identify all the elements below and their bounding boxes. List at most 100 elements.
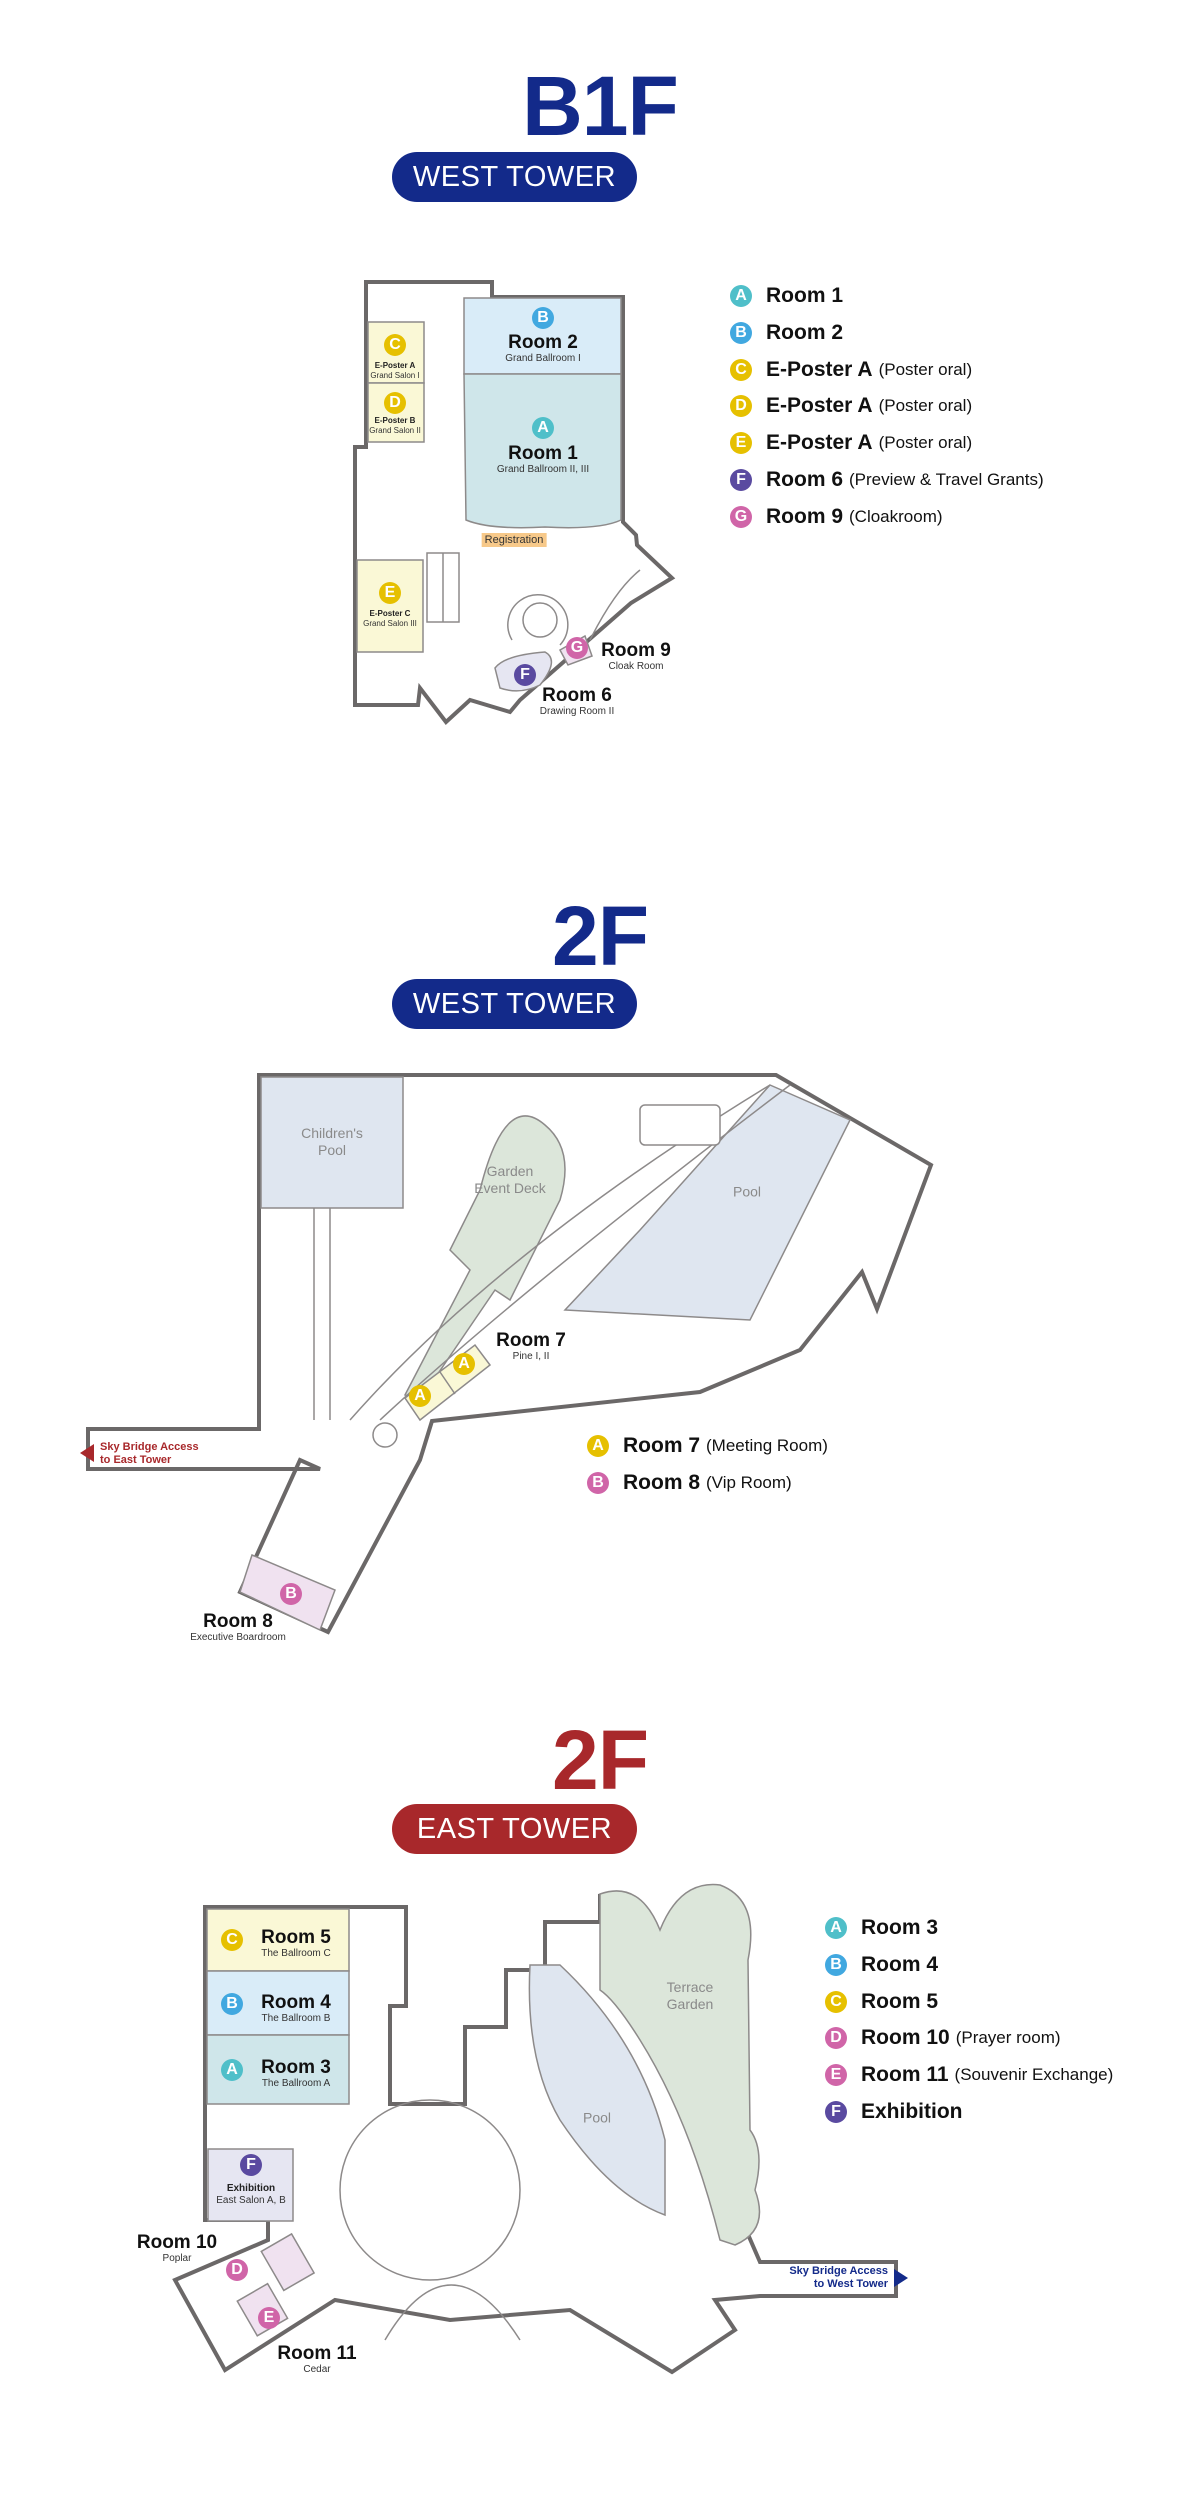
- badge-e: E: [379, 582, 401, 604]
- tower-pill-east: EAST TOWER: [392, 1804, 637, 1854]
- legend-desc: (Meeting Room): [706, 1436, 828, 1455]
- badge-b: B: [280, 1583, 302, 1605]
- badge-g: G: [730, 506, 752, 528]
- badge-f: F: [825, 2101, 847, 2123]
- sky-bridge-west-arrow-icon: [80, 1444, 94, 1462]
- badge-g: G: [566, 637, 588, 659]
- legend-name: Room 11: [861, 2063, 949, 2086]
- badge-a: A: [532, 417, 554, 439]
- badge-a: A: [221, 2059, 243, 2081]
- legend-name: Room 7: [623, 1434, 701, 1457]
- legend-item: B Room 2: [730, 320, 849, 346]
- badge-b: B: [532, 307, 554, 329]
- 2f-east-outline: [172, 1893, 898, 2375]
- legend-desc: (Poster oral): [878, 433, 973, 452]
- floor-title-2f-east: 2F: [551, 1713, 649, 1807]
- pool-label: Pool: [732, 1183, 762, 1200]
- legend-name: Room 3: [861, 1916, 939, 1939]
- legend-name: Room 1: [766, 284, 844, 307]
- tower-pill-west: WEST TOWER: [392, 152, 637, 202]
- badge-e: E: [825, 2064, 847, 2086]
- legend-name: E-Poster A: [766, 431, 873, 454]
- legend-item: E Room 11 (Souvenir Exchange): [825, 2062, 1113, 2088]
- room1-area: [463, 373, 622, 529]
- legend-item: A Room 3: [825, 1915, 944, 1941]
- legend-name: Exhibition: [861, 2100, 963, 2123]
- legend-desc: (Poster oral): [878, 396, 973, 415]
- badge-a: A: [453, 1353, 475, 1375]
- eposter-c-area: [356, 559, 424, 653]
- legend-item: E E-Poster A (Poster oral): [730, 430, 972, 456]
- spiral-stair: [522, 602, 558, 638]
- tower-pill-west: WEST TOWER: [392, 979, 637, 1029]
- badge-a: A: [825, 1917, 847, 1939]
- badge-c: C: [825, 1991, 847, 2013]
- badge-d: D: [730, 395, 752, 417]
- terrace-garden-label: Terrace Garden: [666, 1979, 714, 2012]
- badge-d: D: [226, 2259, 248, 2281]
- legend-item: A Room 1: [730, 283, 849, 309]
- sky-bridge-east-arrow-icon: [894, 2269, 908, 2287]
- badge-e: E: [730, 432, 752, 454]
- badge-d: D: [384, 392, 406, 414]
- legend-desc: (Preview & Travel Grants): [849, 470, 1044, 489]
- garden-event-deck-label: Garden Event Deck: [474, 1163, 546, 1196]
- childrens-pool: [260, 1076, 404, 1209]
- legend-name: Room 5: [861, 1990, 939, 2013]
- badge-b: B: [825, 1954, 847, 1976]
- legend-item: C Room 5: [825, 1989, 944, 2015]
- west-pool: [563, 1084, 852, 1321]
- legend-item: C E-Poster A (Poster oral): [730, 357, 972, 383]
- legend-item: B Room 4: [825, 1952, 944, 1978]
- floor-title-b1f: B1F: [522, 59, 679, 153]
- floor-title-2f-west: 2F: [551, 889, 649, 983]
- legend-desc: (Souvenir Exchange): [954, 2065, 1114, 2084]
- pool-label: Pool: [582, 2109, 612, 2126]
- terrace-garden: [599, 1883, 761, 2246]
- legend-name: Room 10: [861, 2026, 950, 2049]
- legend-name: Room 4: [861, 1953, 939, 1976]
- legend-name: E-Poster A: [766, 358, 873, 381]
- badge-e: E: [258, 2307, 280, 2329]
- childrens-pool-label: Children's Pool: [301, 1125, 363, 1158]
- legend-name: Room 8: [623, 1471, 701, 1494]
- badge-a: A: [409, 1385, 431, 1407]
- badge-b: B: [587, 1472, 609, 1494]
- legend-desc: (Prayer room): [955, 2028, 1061, 2047]
- legend-item: F Exhibition: [825, 2099, 969, 2125]
- badge-f: F: [240, 2154, 262, 2176]
- badge-a: A: [587, 1435, 609, 1457]
- legend-name: Room 2: [766, 321, 844, 344]
- badge-f: F: [514, 664, 536, 686]
- badge-a: A: [730, 285, 752, 307]
- legend-name: Room 9: [766, 505, 844, 528]
- badge-c: C: [221, 1929, 243, 1951]
- garden-event-deck: [403, 1115, 566, 1401]
- badge-c: C: [730, 359, 752, 381]
- badge-f: F: [730, 469, 752, 491]
- badge-b: B: [730, 322, 752, 344]
- badge-c: C: [384, 334, 406, 356]
- legend-desc: (Poster oral): [878, 360, 973, 379]
